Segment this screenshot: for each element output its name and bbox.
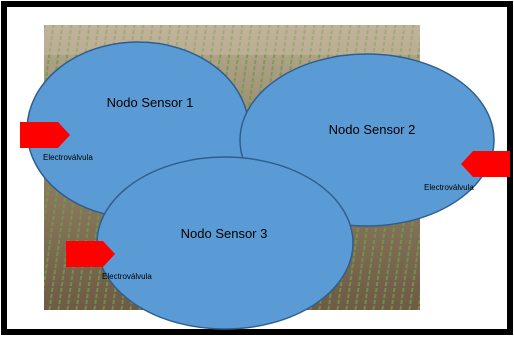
valve-1-label: Electroválvula xyxy=(43,153,93,162)
valve-2-label: Electroválvula xyxy=(424,183,474,192)
valve-2-red-arrow-icon xyxy=(461,151,510,177)
valve-3-red-arrow-icon xyxy=(66,241,115,267)
sensor-node-2-label: Nodo Sensor 2 xyxy=(329,122,416,137)
sensor-node-3-label: Nodo Sensor 3 xyxy=(181,226,268,241)
valve-1-red-arrow-icon xyxy=(20,122,70,148)
valve-3-label: Electroválvula xyxy=(102,272,152,281)
sensor-node-1-label: Nodo Sensor 1 xyxy=(107,95,194,110)
sensor-node-3-ellipse xyxy=(96,156,354,330)
